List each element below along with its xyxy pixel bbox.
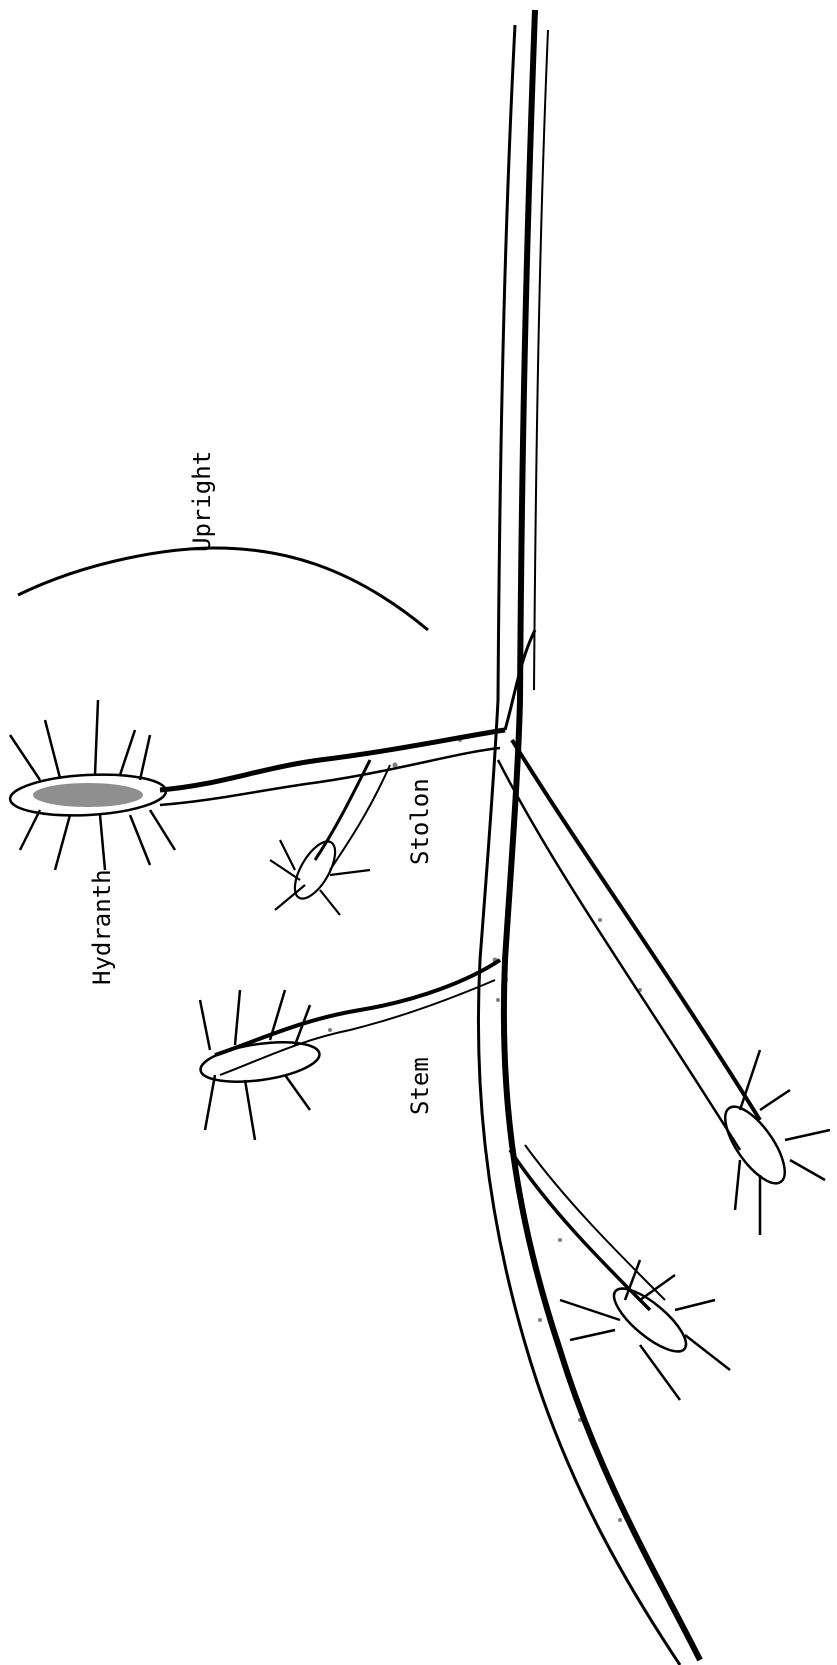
small-hydranth xyxy=(270,835,370,915)
label-upright: Upright xyxy=(188,451,216,552)
upright-bracket xyxy=(18,548,428,630)
label-hydranth: Hydranth xyxy=(88,869,116,985)
label-stolon: Stolon xyxy=(406,778,434,865)
large-hydranth xyxy=(9,700,175,870)
lower-branch xyxy=(510,1145,665,1310)
label-stem: Stem xyxy=(406,1057,434,1115)
middle-hydranth xyxy=(198,990,322,1140)
right-branch xyxy=(498,740,760,1150)
main-stolon xyxy=(478,10,700,1665)
middle-left-branch xyxy=(215,960,500,1075)
upper-left-branch xyxy=(160,630,535,805)
